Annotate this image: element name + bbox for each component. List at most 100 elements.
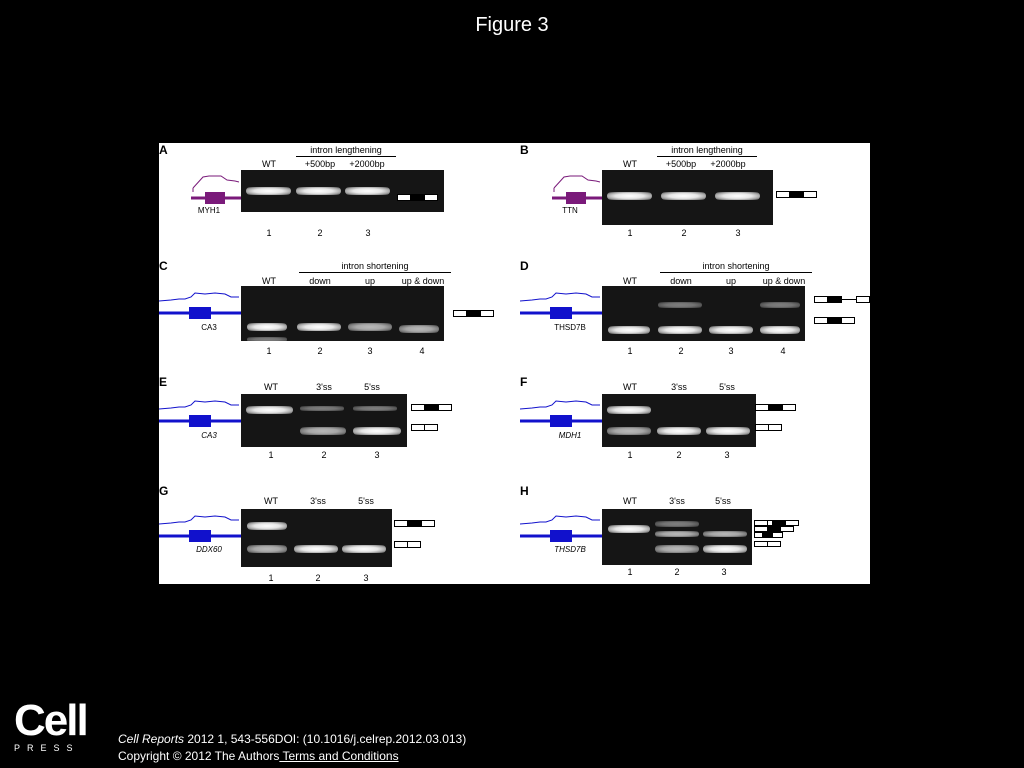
lane-header: up — [725, 276, 736, 286]
gel-band — [300, 427, 346, 435]
lane-header: WT — [623, 382, 637, 392]
isoform-diagram — [394, 520, 435, 548]
lane-number: 2 — [317, 346, 323, 356]
journal-name: Cell Reports — [118, 732, 185, 746]
gel-band — [655, 521, 699, 527]
lane-header: +500bp — [665, 159, 697, 169]
lane-number: 3 — [363, 573, 369, 583]
panel-label: A — [159, 143, 168, 157]
gel-band — [399, 325, 439, 333]
lane-header: down — [670, 276, 692, 286]
gene-name: DDX60 — [196, 545, 222, 554]
isoform-diagram — [754, 520, 799, 547]
lane-header: WT — [264, 382, 278, 392]
panel-label: B — [520, 143, 529, 157]
panel-label: E — [159, 375, 168, 389]
copyright-text: Copyright © 2012 The Authors — [118, 749, 280, 763]
panel-label: F — [520, 375, 528, 389]
panel-e: E WT 3'ss 5'ss CA3 1 2 3 — [159, 375, 511, 485]
bracket-line — [660, 272, 812, 273]
bracket-line — [657, 156, 757, 157]
logo-cell: Cell — [14, 696, 89, 745]
isoform-diagram — [397, 194, 438, 201]
gel-band — [247, 522, 287, 530]
citation-text: 2012 1, 543-556DOI: (10.1016/j.celrep.20… — [184, 732, 467, 746]
gel-band — [709, 326, 753, 334]
gel-band — [608, 326, 650, 334]
lane-number: 3 — [728, 346, 734, 356]
lane-number: 2 — [678, 346, 684, 356]
lane-number: 1 — [627, 346, 633, 356]
isoform-diagram — [755, 404, 796, 431]
lane-header: up & down — [762, 276, 806, 286]
gel-band — [760, 326, 800, 334]
lane-header: +2000bp — [349, 159, 385, 169]
gel-image — [602, 170, 773, 225]
lane-number: 3 — [724, 450, 730, 460]
slide-title: Figure 3 — [475, 14, 549, 36]
gel-image — [602, 394, 756, 447]
gel-band — [706, 427, 750, 435]
bracket-label: intron shortening — [341, 261, 409, 271]
panel-f: F WT 3'ss 5'ss MDH1 1 2 3 — [520, 375, 872, 485]
lane-number: 2 — [315, 573, 321, 583]
gel-band — [658, 302, 702, 308]
bracket-label: intron lengthening — [671, 145, 743, 155]
gel-band — [658, 326, 702, 334]
lane-number: 3 — [721, 567, 727, 577]
panel-b: B intron lengthening WT +500bp +2000bp T… — [520, 143, 872, 253]
terms-link[interactable]: Terms and Conditions — [279, 749, 399, 763]
gel-image — [241, 170, 444, 212]
lane-header: 3'ss — [671, 382, 687, 392]
panel-a: A intron lengthening WT +500bp +2000bp M… — [159, 143, 511, 253]
gene-schematic — [552, 175, 602, 204]
gel-band — [607, 406, 651, 414]
panel-h: H WT 3'ss 5'ss THSD7B — [520, 484, 872, 594]
gel-band — [353, 427, 401, 435]
lane-number: 2 — [321, 450, 327, 460]
lane-number: 2 — [681, 228, 687, 238]
lane-header: 5'ss — [719, 382, 735, 392]
gel-band — [715, 192, 760, 200]
gel-band — [348, 323, 392, 331]
gel-band — [297, 323, 341, 331]
logo-press: PRESS — [14, 743, 80, 753]
gene-schematic — [520, 400, 602, 427]
lane-number: 1 — [268, 573, 274, 583]
gel-band — [247, 337, 287, 341]
lane-header: 5'ss — [358, 496, 374, 506]
gene-schematic — [159, 515, 241, 542]
lane-number: 3 — [374, 450, 380, 460]
isoform-diagram — [453, 310, 494, 317]
gel-band — [342, 545, 386, 553]
lane-number: 1 — [627, 228, 633, 238]
gene-schematic — [520, 292, 602, 319]
gene-name: CA3 — [201, 323, 217, 332]
gel-image — [241, 394, 407, 447]
gel-band — [607, 192, 652, 200]
gene-name: THSD7B — [554, 545, 586, 554]
gel-band — [345, 187, 390, 195]
lane-number: 2 — [317, 228, 323, 238]
gel-band — [657, 427, 701, 435]
cell-press-logo: Cell PRESS — [14, 696, 89, 754]
lane-number: 1 — [627, 567, 633, 577]
lane-header: 5'ss — [364, 382, 380, 392]
gel-image — [241, 509, 392, 567]
citation-footer: Cell Reports 2012 1, 543-556DOI: (10.101… — [118, 731, 466, 765]
isoform-diagram — [776, 191, 817, 198]
gel-image — [602, 286, 805, 341]
gene-schematic — [159, 400, 241, 427]
gel-band — [247, 323, 287, 331]
lane-number: 2 — [674, 567, 680, 577]
lane-header: +500bp — [304, 159, 336, 169]
gel-band — [608, 525, 650, 533]
lane-header: 3'ss — [316, 382, 332, 392]
bracket-label: intron shortening — [702, 261, 770, 271]
gel-band — [247, 545, 287, 553]
lane-header: up & down — [401, 276, 445, 286]
lane-header: WT — [623, 496, 637, 506]
lane-header: 3'ss — [310, 496, 326, 506]
lane-header: 3'ss — [669, 496, 685, 506]
gene-name: MDH1 — [558, 431, 582, 440]
